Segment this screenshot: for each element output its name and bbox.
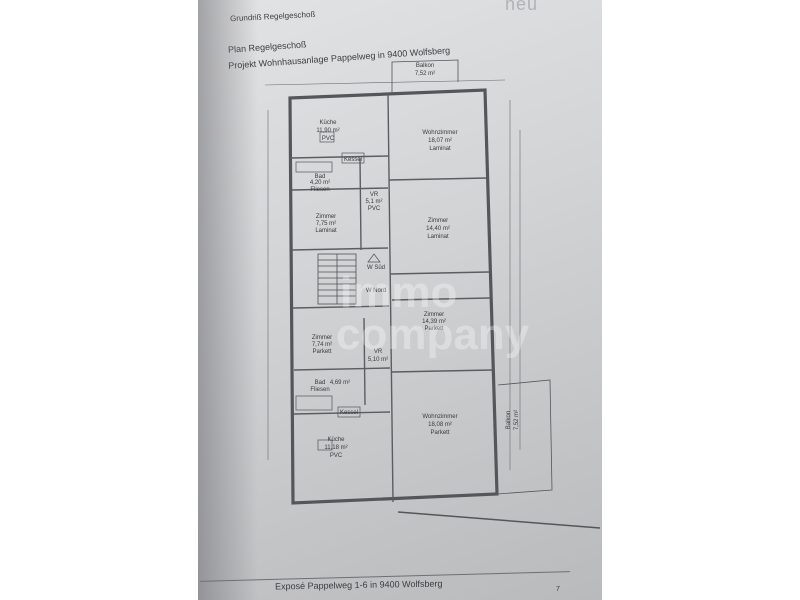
vr-bottom-name: VR bbox=[374, 349, 383, 355]
zimmer-large-bottom-area: 14,39 m² bbox=[422, 319, 446, 325]
kitchen-sink-bottom bbox=[317, 439, 333, 451]
wall-stairs-zimmer bbox=[292, 305, 390, 309]
bathtub-top bbox=[295, 161, 333, 173]
balcony-bottom-outline bbox=[496, 379, 553, 495]
brand-corner-logo: neu bbox=[505, 0, 539, 14]
walls bbox=[288, 88, 499, 505]
kueche-bottom-floor: PVC bbox=[330, 453, 343, 459]
plan-baseline bbox=[397, 511, 601, 529]
w-nord-label: W Nord bbox=[366, 288, 386, 294]
bad-top-area: 4,20 m² bbox=[310, 180, 330, 186]
kueche-bottom-name: Küche bbox=[327, 437, 345, 443]
wall-zimmer-bottom-top bbox=[391, 297, 491, 301]
watermark-line-2: company bbox=[336, 310, 530, 359]
kueche-top-area: 11,90 m² bbox=[316, 128, 339, 134]
wall-zimmer-wohnzimmer bbox=[391, 369, 493, 373]
zimmer-large-top-floor: Laminat bbox=[427, 234, 449, 240]
watermark-line-1: immo bbox=[340, 268, 458, 317]
kueche-top-name: Küche bbox=[319, 120, 337, 126]
kessel-top-box bbox=[341, 152, 365, 164]
kueche-top-floor: PVC bbox=[322, 136, 335, 142]
balcony-outlines bbox=[391, 59, 553, 495]
w-sued-label: W Süd bbox=[367, 265, 385, 271]
north-arrow-icon bbox=[367, 253, 381, 263]
wall-bath-zimmer bbox=[291, 187, 389, 191]
bad-top-floor: Fliesen bbox=[310, 187, 329, 193]
bathtub-bottom bbox=[295, 395, 333, 411]
bad-bottom-area: 4,69 m² bbox=[330, 380, 350, 386]
kueche-bottom-area: 11,18 m² bbox=[324, 445, 347, 451]
wall-zimmer-stairs bbox=[291, 247, 389, 251]
wall-bad-kueche bbox=[293, 411, 391, 415]
wall-vr-top bbox=[359, 157, 362, 251]
kessel-top-label: Kessel bbox=[344, 157, 362, 163]
dimension-lines bbox=[264, 79, 521, 470]
balkon-top-area: 7,52 m² bbox=[415, 71, 435, 77]
wohnzimmer-bottom-name: Wohnzimmer bbox=[422, 414, 457, 420]
vr-top-name: VR bbox=[370, 192, 379, 198]
page-number: 7 bbox=[556, 586, 560, 593]
zimmer-small-bottom-floor: Parkett bbox=[312, 349, 331, 355]
balkon-top-name: Balkon bbox=[416, 63, 434, 69]
wall-kitchen-bath bbox=[290, 155, 389, 159]
balkon-bottom-area: 7,52 m² bbox=[514, 410, 520, 430]
wall-wohnzimmer-zimmer bbox=[388, 177, 488, 181]
zimmer-small-bottom-name: Zimmer bbox=[312, 335, 332, 341]
dimension-line-top bbox=[264, 79, 506, 86]
wohnzimmer-bottom-area: 18,08 m² bbox=[428, 422, 452, 428]
kessel-bottom-label: Kessel bbox=[340, 410, 358, 416]
vr-top-floor: PVC bbox=[368, 206, 381, 212]
wohnzimmer-top-name: Wohnzimmer bbox=[422, 130, 457, 136]
fixtures bbox=[295, 131, 365, 451]
zimmer-small-top-name: Zimmer bbox=[316, 214, 336, 220]
balkon-bottom-name: Balkon bbox=[506, 411, 512, 429]
kessel-bottom-box bbox=[337, 406, 361, 418]
zimmer-small-bottom-area: 7,74 m² bbox=[312, 342, 332, 348]
wall-zimmer-bad bbox=[293, 367, 391, 371]
bad-bottom-floor: Fliesen bbox=[310, 387, 329, 393]
wall-vr-bottom bbox=[363, 317, 366, 406]
vr-top-area: 5,1 m² bbox=[365, 199, 382, 205]
wohnzimmer-top-floor: Laminat bbox=[429, 146, 451, 152]
bad-bottom-name: Bad bbox=[315, 380, 326, 386]
direction-marker bbox=[367, 253, 381, 263]
zimmer-large-bottom-name: Zimmer bbox=[424, 312, 444, 318]
bad-top-name: Bad bbox=[315, 174, 326, 180]
wohnzimmer-bottom-floor: Parkett bbox=[430, 430, 449, 436]
kitchen-sink-top bbox=[319, 131, 335, 143]
zimmer-small-top-area: 7,75 m² bbox=[316, 221, 336, 227]
wohnzimmer-top-area: 18,07 m² bbox=[428, 138, 452, 144]
wall-zimmer-w-nord bbox=[389, 271, 490, 275]
zimmer-large-bottom-floor: Parkett bbox=[424, 326, 443, 332]
zimmer-large-top-name: Zimmer bbox=[428, 218, 448, 224]
stairs bbox=[317, 253, 357, 305]
zimmer-small-top-floor: Laminat bbox=[315, 228, 337, 234]
outer-wall bbox=[288, 88, 499, 505]
balcony-top-outline bbox=[391, 59, 459, 94]
inner-walls bbox=[290, 93, 493, 503]
wall-middle bbox=[387, 93, 394, 503]
zimmer-large-top-area: 14,40 m² bbox=[426, 226, 450, 232]
vr-bottom-area: 5,10 m² bbox=[368, 357, 388, 363]
room-labels: Balkon 7,52 m² Küche 11,90 m² PVC Kessel… bbox=[310, 63, 520, 459]
